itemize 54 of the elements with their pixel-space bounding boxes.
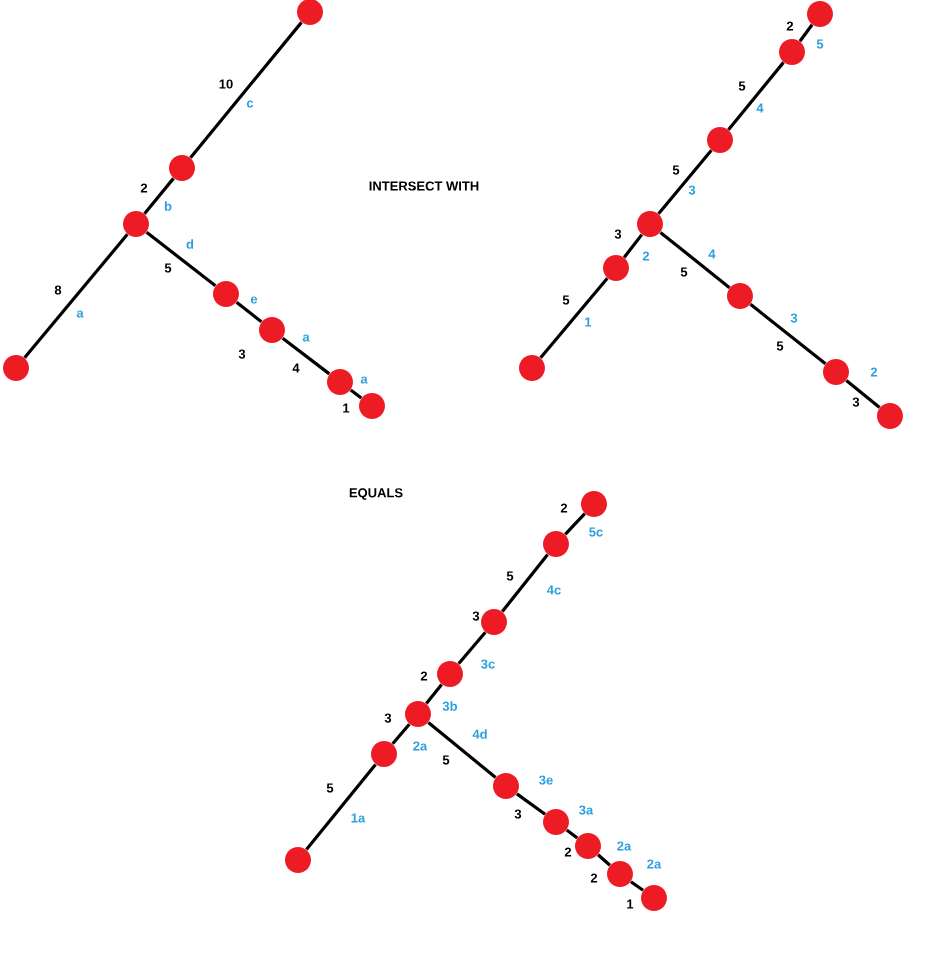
node-circle (493, 773, 519, 799)
edge-line (305, 763, 377, 851)
node-circle (637, 211, 663, 237)
edge-line (425, 683, 443, 705)
node-circle (607, 861, 633, 887)
node-circle (603, 255, 629, 281)
edge-line (845, 379, 881, 409)
node-circle (823, 359, 849, 385)
node-circle (123, 211, 149, 237)
node-circle (259, 317, 285, 343)
edge-line (281, 336, 331, 376)
edge-line (659, 231, 731, 289)
edge-line (539, 277, 609, 359)
edge-line (143, 177, 175, 215)
node-circle (807, 1, 833, 27)
node-circle (519, 355, 545, 381)
node-circle (543, 531, 569, 557)
node-circle (285, 847, 311, 873)
edge-line (427, 721, 497, 779)
edge-line (501, 553, 549, 613)
node-circle (543, 809, 569, 835)
node-circle (213, 281, 239, 307)
edge-line (657, 149, 713, 215)
node-circle (581, 491, 607, 517)
node-circle (437, 661, 463, 687)
node-circle (727, 283, 753, 309)
node-circle (3, 355, 29, 381)
node-circle (779, 39, 805, 65)
node-circle (481, 609, 507, 635)
edge-line (565, 828, 579, 840)
node-circle (371, 741, 397, 767)
edge-line (457, 631, 487, 665)
node-circle (877, 403, 903, 429)
edge-line (235, 301, 263, 323)
node-circle (327, 369, 353, 395)
edge-line (515, 792, 547, 816)
edge-line (564, 512, 586, 536)
node-circle (707, 127, 733, 153)
edge-line (749, 303, 827, 365)
edge-line (630, 880, 644, 892)
edge-line (597, 853, 611, 867)
edge-line (23, 233, 129, 359)
edge-line (145, 230, 217, 288)
edge-line (727, 61, 785, 131)
edge-line (349, 388, 363, 400)
node-circle (641, 885, 667, 911)
edge-line (622, 233, 644, 259)
edge-line (798, 23, 814, 43)
edge-line (189, 21, 303, 159)
node-circle (405, 701, 431, 727)
node-circle (169, 155, 195, 181)
node-circle (575, 833, 601, 859)
node-circle (359, 393, 385, 419)
edge-line (391, 723, 411, 745)
